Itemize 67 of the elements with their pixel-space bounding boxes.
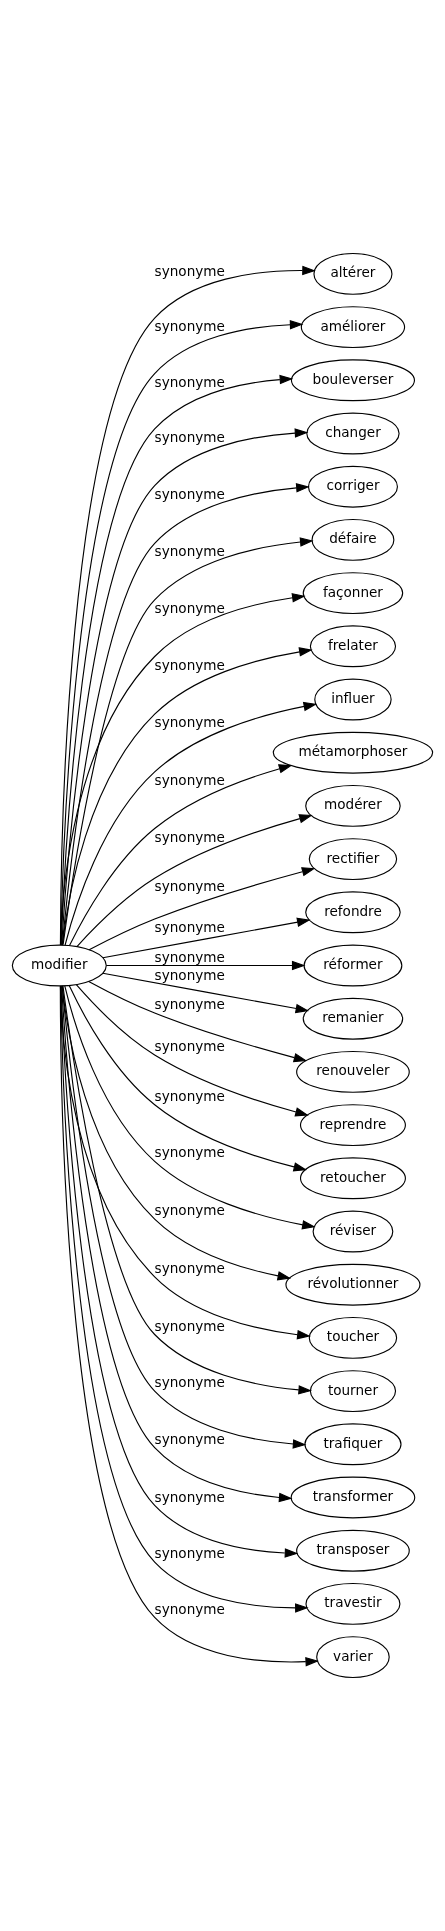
node-ellipse: transformer bbox=[290, 1476, 416, 1519]
edge-label: synonyme bbox=[154, 429, 225, 446]
arrow bbox=[61, 647, 313, 946]
node-ellipse: bouleverser bbox=[290, 359, 416, 402]
node-ellipse: refondre bbox=[305, 891, 401, 934]
edge-label: synonyme bbox=[154, 318, 225, 335]
edge-label: synonyme bbox=[154, 996, 225, 1013]
node-ellipse: altérer bbox=[313, 252, 393, 295]
arrow bbox=[76, 814, 313, 947]
edge-label: synonyme bbox=[154, 1038, 225, 1055]
edge-label: synonyme bbox=[154, 1087, 225, 1104]
edge-label: synonyme bbox=[154, 1545, 225, 1562]
node-ellipse: transposer bbox=[296, 1529, 410, 1572]
edge-label: synonyme bbox=[154, 948, 225, 965]
arrow bbox=[88, 867, 316, 951]
arrow bbox=[59, 593, 306, 946]
node-ellipse: façonner bbox=[302, 572, 404, 615]
arrow bbox=[102, 917, 311, 959]
node-ellipse: frelater bbox=[309, 625, 397, 668]
edge-label: synonyme bbox=[154, 828, 225, 845]
edge-label: synonyme bbox=[154, 262, 225, 279]
node-ellipse: renouveler bbox=[296, 1050, 410, 1093]
node-ellipse: retoucher bbox=[299, 1157, 406, 1200]
edge-label: synonyme bbox=[154, 919, 225, 936]
node-ellipse: défaire bbox=[311, 518, 395, 561]
node-ellipse: toucher bbox=[308, 1316, 398, 1359]
node-ellipse: remanier bbox=[302, 997, 404, 1040]
arrow bbox=[64, 985, 316, 1230]
arrow bbox=[68, 985, 308, 1172]
node-ellipse: réformer bbox=[303, 944, 403, 987]
edge-label: synonyme bbox=[154, 878, 225, 895]
edge-label: synonyme bbox=[154, 1144, 225, 1161]
node-ellipse: améliorer bbox=[300, 306, 406, 349]
node-ellipse: reprendre bbox=[299, 1104, 406, 1147]
edge-label: synonyme bbox=[154, 373, 225, 390]
node-ellipse: révolutionner bbox=[285, 1263, 421, 1306]
node-ellipse: trafiquer bbox=[304, 1423, 402, 1466]
arrow bbox=[64, 701, 318, 946]
edge-label: synonyme bbox=[154, 485, 225, 502]
node-ellipse: influer bbox=[314, 678, 392, 721]
edge-label: synonyme bbox=[154, 772, 225, 789]
arrow bbox=[75, 984, 309, 1117]
edge-label: synonyme bbox=[154, 966, 225, 983]
arrow bbox=[88, 980, 308, 1063]
node-ellipse: travestir bbox=[305, 1582, 401, 1625]
arrow bbox=[102, 972, 310, 1014]
edge-label: synonyme bbox=[154, 543, 225, 560]
edge-label: synonyme bbox=[154, 1488, 225, 1505]
node-ellipse: rectifier bbox=[308, 838, 398, 881]
edge-label: synonyme bbox=[154, 1317, 225, 1334]
edge-label: synonyme bbox=[154, 1202, 225, 1219]
node-ellipse: varier bbox=[316, 1636, 390, 1679]
edge-label: synonyme bbox=[154, 1600, 225, 1617]
edge-label: synonyme bbox=[154, 714, 225, 731]
node-ellipse: modifier bbox=[11, 944, 107, 987]
edge-label: synonyme bbox=[154, 656, 225, 673]
arrow bbox=[68, 764, 293, 947]
edge-label: synonyme bbox=[154, 1374, 225, 1391]
node-ellipse: réviser bbox=[312, 1210, 394, 1253]
edge-label: synonyme bbox=[154, 600, 225, 617]
node-ellipse: tourner bbox=[309, 1370, 397, 1413]
node-ellipse: changer bbox=[306, 412, 400, 455]
node-ellipse: modérer bbox=[305, 784, 401, 827]
arrow bbox=[105, 960, 306, 971]
edge-label: synonyme bbox=[154, 1259, 225, 1276]
node-ellipse: corriger bbox=[307, 465, 398, 508]
edge-label: synonyme bbox=[154, 1430, 225, 1447]
